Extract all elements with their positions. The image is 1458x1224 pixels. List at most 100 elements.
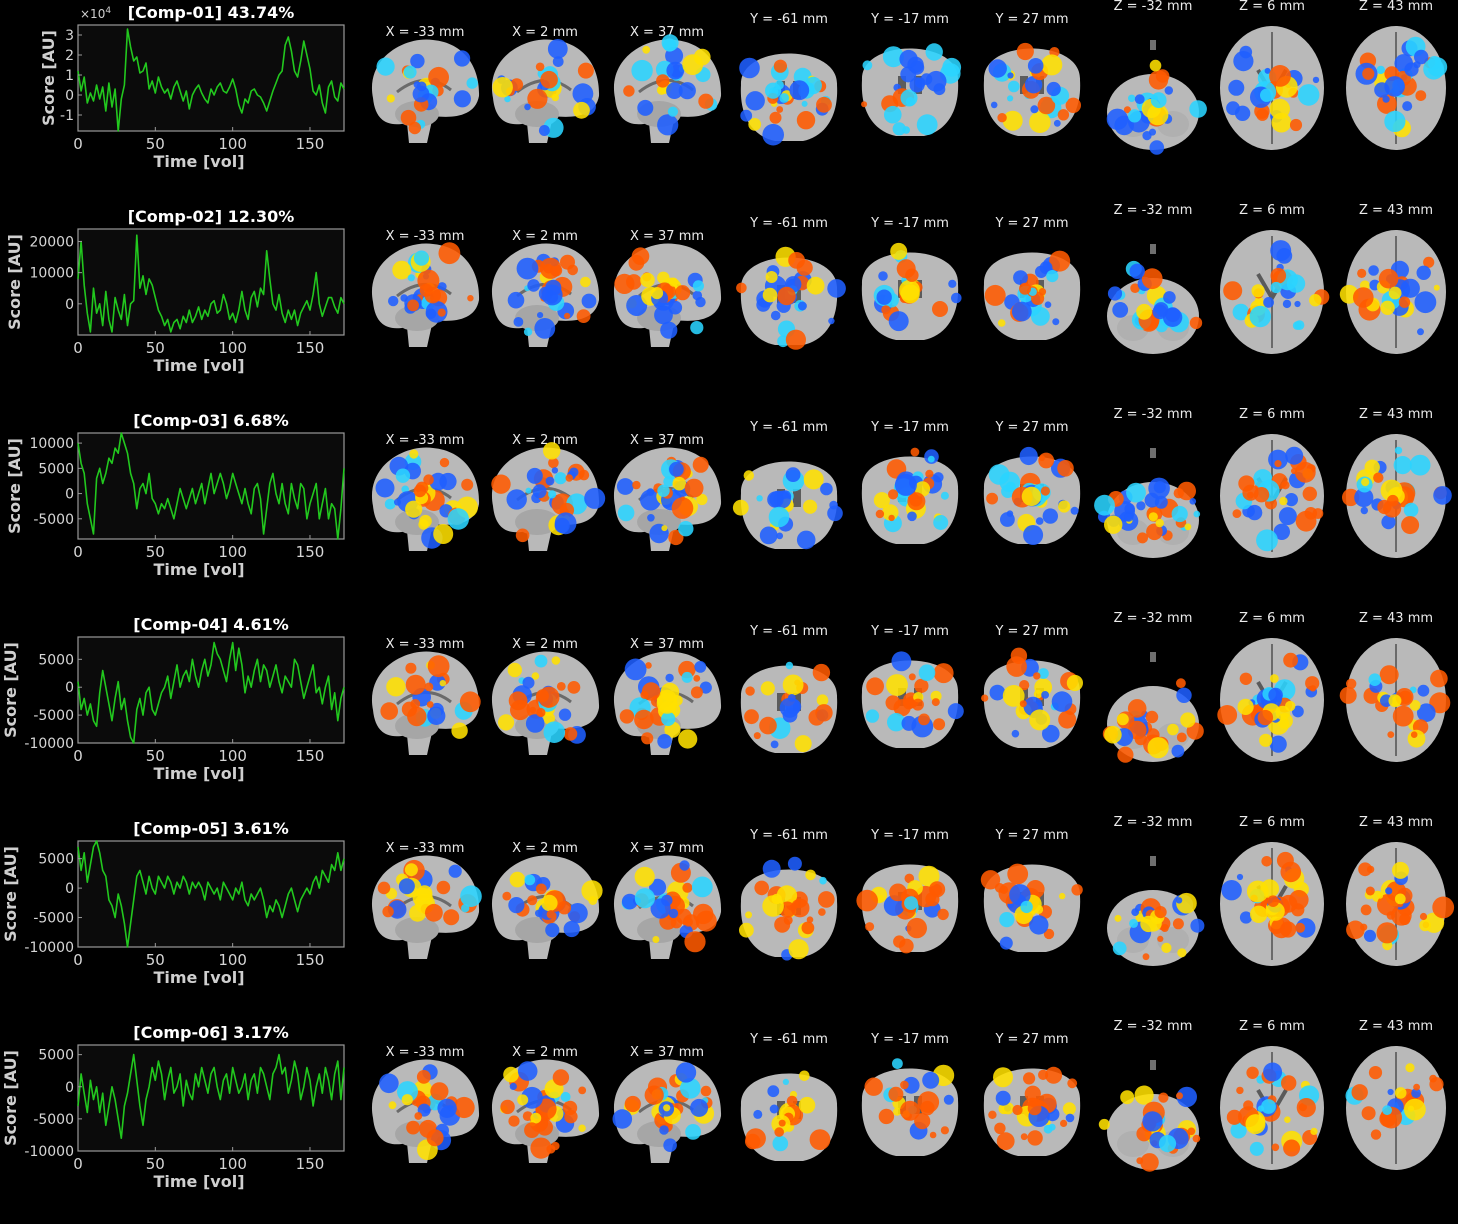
positive-activation-blob [684, 931, 706, 953]
positive-activation-blob [692, 456, 709, 473]
positive-activation-blob [565, 474, 573, 482]
y-tick-label: 3 [65, 28, 74, 44]
positive-activation-blob [1271, 917, 1292, 939]
negative-activation-blob [1312, 76, 1320, 84]
negative-activation-blob [988, 464, 1010, 485]
positive-activation-blob [498, 714, 515, 731]
negative-activation-blob [999, 936, 1013, 950]
positive-activation-blob [1295, 510, 1317, 532]
negative-activation-blob [692, 280, 704, 292]
positive-activation-blob [805, 869, 816, 881]
negative-activation-blob [1273, 523, 1290, 540]
positive-activation-blob [816, 96, 832, 113]
slice-coordinate-label: Y = 27 mm [995, 624, 1069, 639]
negative-activation-blob [413, 250, 430, 266]
positive-activation-blob [765, 271, 778, 283]
score-series-line [77, 28, 345, 132]
negative-activation-blob [1409, 454, 1431, 476]
positive-activation-blob [438, 242, 461, 265]
positive-activation-blob [508, 1115, 520, 1127]
negative-activation-blob [394, 498, 401, 506]
negative-activation-blob [552, 56, 564, 67]
positive-activation-blob [1142, 953, 1150, 961]
negative-activation-blob [828, 317, 835, 325]
brain-slice-image [1098, 1060, 1201, 1172]
negative-activation-blob [466, 77, 478, 89]
brain-slice-image [1339, 230, 1446, 354]
positive-activation-blob [910, 447, 920, 457]
negative-activation-blob [770, 310, 781, 321]
negative-activation-blob [1268, 687, 1283, 703]
slice-coordinate-label: Y = -61 mm [750, 216, 828, 231]
positive-activation-blob [668, 529, 684, 546]
positive-activation-blob [1361, 478, 1370, 487]
positive-activation-blob [1289, 118, 1303, 132]
negative-activation-blob [1416, 265, 1431, 280]
positive-activation-blob [576, 309, 591, 323]
positive-activation-blob [491, 474, 511, 494]
negative-activation-blob [453, 90, 471, 108]
slice-coordinate-label: X = 37 mm [629, 1045, 705, 1060]
negative-activation-blob [1260, 88, 1274, 102]
y-tick-label: 0 [65, 680, 74, 696]
positive-activation-blob [1049, 250, 1071, 272]
positive-activation-blob [581, 880, 603, 902]
negative-activation-blob [1106, 108, 1129, 130]
positive-activation-blob [650, 287, 664, 300]
positive-activation-blob [1280, 861, 1302, 883]
positive-activation-blob [1147, 737, 1169, 759]
brain-slice-image [1217, 638, 1324, 762]
x-tick-label: 100 [218, 951, 247, 969]
positive-activation-blob [803, 469, 824, 490]
positive-activation-blob [417, 269, 440, 292]
positive-activation-blob [1305, 676, 1320, 691]
negative-activation-blob [1136, 501, 1146, 511]
negative-activation-blob [940, 491, 949, 500]
y-tick-label: -5000 [33, 911, 74, 927]
negative-activation-blob [1382, 95, 1390, 103]
negative-activation-blob [509, 1082, 517, 1090]
negative-activation-blob [447, 508, 469, 530]
negative-activation-blob [1221, 880, 1242, 901]
negative-activation-blob [1297, 84, 1320, 106]
positive-activation-blob [994, 1122, 1006, 1134]
positive-activation-blob [644, 1085, 664, 1105]
positive-activation-blob [1380, 300, 1395, 315]
positive-activation-blob [1223, 281, 1243, 301]
positive-activation-blob [806, 916, 814, 923]
slice-coordinate-label: Y = -17 mm [871, 420, 949, 435]
positive-activation-blob [1251, 284, 1265, 298]
positive-activation-blob [1066, 674, 1083, 692]
positive-activation-blob [1274, 460, 1282, 468]
positive-activation-blob [1041, 54, 1063, 76]
negative-activation-blob [581, 293, 597, 309]
positive-activation-blob [906, 917, 927, 939]
positive-activation-blob [1410, 731, 1418, 738]
positive-activation-blob [423, 474, 434, 485]
positive-activation-blob [527, 895, 538, 906]
positive-activation-blob [424, 682, 434, 692]
negative-activation-blob [995, 1090, 1011, 1106]
negative-activation-blob [395, 468, 411, 483]
positive-activation-blob [878, 1108, 895, 1125]
score-series-line [77, 840, 345, 948]
positive-activation-blob [548, 457, 559, 469]
brain-slice-image [613, 243, 722, 347]
positive-activation-blob [1104, 515, 1123, 534]
negative-activation-blob [1268, 449, 1288, 470]
negative-activation-blob [1292, 705, 1304, 718]
x-axis-label: Time [vol] [153, 1172, 244, 1191]
negative-activation-blob [787, 694, 796, 702]
brain-slice-image [371, 447, 480, 551]
y-axis-label: Score [AU] [39, 30, 58, 126]
positive-activation-blob [439, 457, 450, 468]
x-tick-label: 0 [73, 135, 83, 153]
positive-activation-blob [1057, 109, 1070, 121]
negative-activation-blob [516, 257, 539, 280]
y-tick-label: -10000 [24, 1144, 74, 1160]
brain-slice-image [740, 1070, 838, 1161]
positive-activation-blob [745, 911, 753, 919]
positive-activation-blob [503, 1066, 519, 1083]
